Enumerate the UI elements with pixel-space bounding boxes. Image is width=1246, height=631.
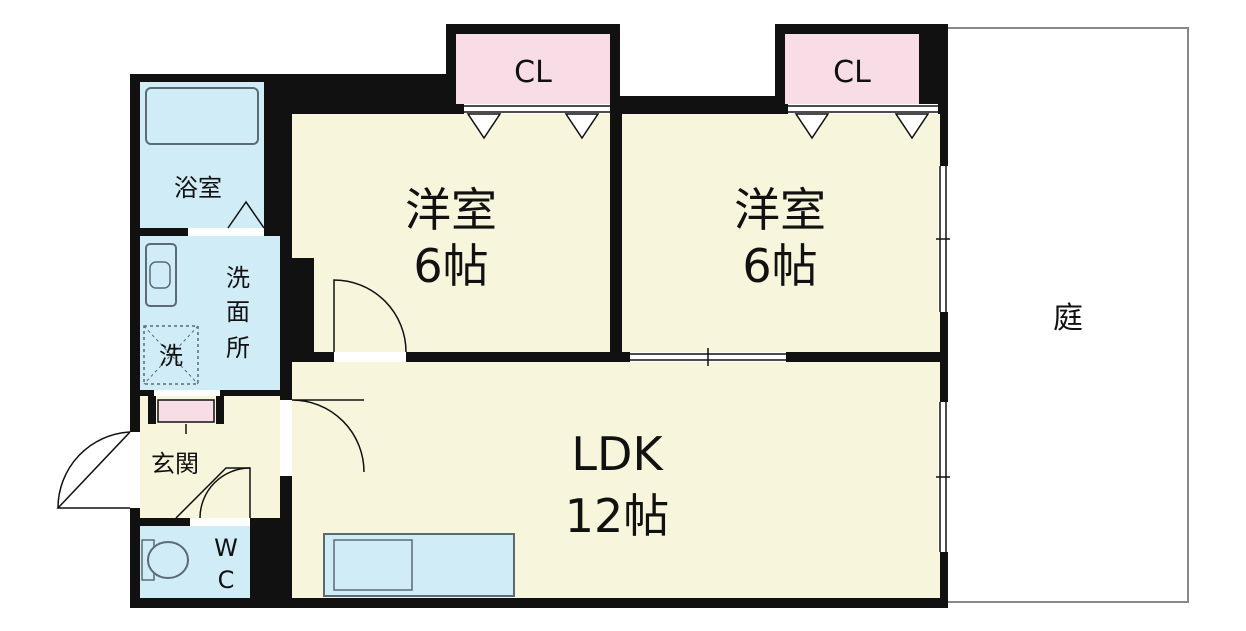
- toilet-char-w: W: [214, 534, 238, 562]
- bedroom-right-floor: [622, 114, 940, 352]
- washroom-char-2: 面: [226, 298, 250, 326]
- openings: [130, 104, 938, 526]
- interior-walls: [140, 82, 940, 598]
- bedroom-right-name: 洋室: [734, 183, 826, 237]
- windows: [936, 166, 950, 552]
- kitchen-counter: [323, 533, 515, 597]
- toilet-char-c: C: [218, 566, 235, 594]
- bedroom-right-size: 6帖: [742, 239, 817, 293]
- closet-left-label: CL: [514, 55, 552, 90]
- bedroom-left-size: 6帖: [413, 239, 488, 293]
- ldk-size: 12帖: [565, 489, 670, 543]
- closet-right-label: CL: [833, 55, 871, 90]
- wash-basin: [145, 243, 177, 307]
- shoe-cabinet: [157, 399, 215, 434]
- toilet-fixture: [141, 539, 189, 581]
- closet-left-floor: [456, 34, 610, 104]
- washer-space: [143, 325, 199, 385]
- washroom-char-3: 所: [226, 334, 250, 362]
- bathtub: [145, 87, 259, 145]
- bedroom-left-floor: [292, 114, 610, 352]
- washer-label: 洗: [159, 342, 183, 370]
- ldk-name: LDK: [571, 427, 664, 481]
- bath-label: 浴室: [174, 174, 222, 202]
- washroom-char-1: 洗: [226, 264, 250, 292]
- yard-label: 庭: [1053, 301, 1083, 336]
- entrance-label: 玄関: [151, 450, 199, 478]
- door-swings: [56, 200, 407, 519]
- bedroom-left-name: 洋室: [405, 183, 497, 237]
- closet-right-floor: [785, 34, 919, 104]
- closet-doors: [466, 113, 930, 140]
- yard: [948, 27, 1189, 603]
